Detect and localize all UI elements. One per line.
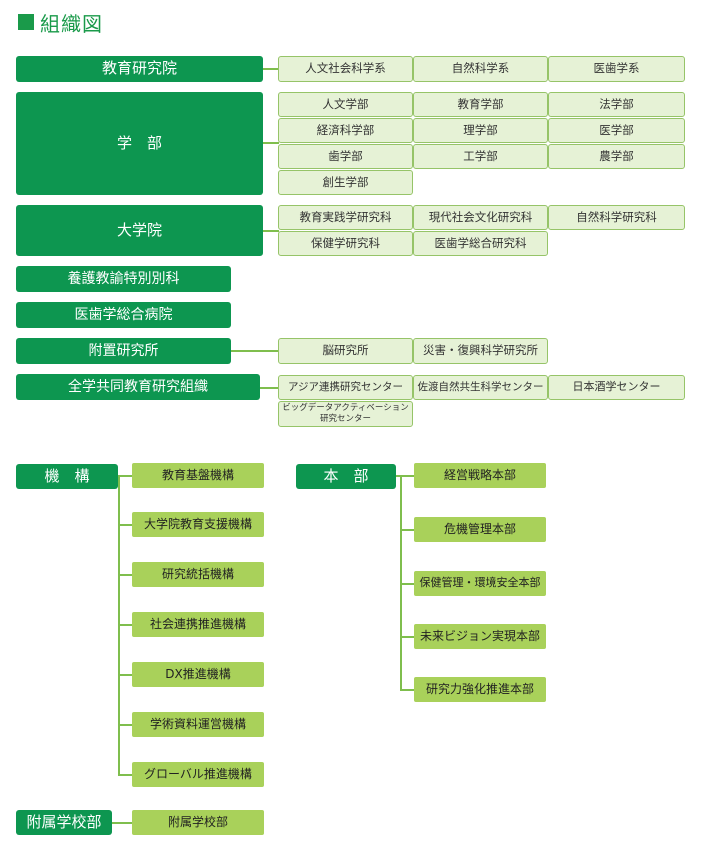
fuzoku-box[interactable]: 附属学校部 (16, 810, 112, 835)
connector-line (118, 574, 132, 576)
fuzoku-school-item[interactable]: 附属学校部 (132, 810, 264, 835)
dept-humanities-social[interactable]: 人文社会科学系 (278, 56, 413, 82)
connector-line (263, 142, 279, 144)
kiko-box[interactable]: 機 構 (16, 464, 118, 489)
honbu-research-enhancement[interactable]: 研究力強化推進本部 (414, 677, 546, 702)
connector-line (400, 529, 414, 531)
honbu-crisis-management[interactable]: 危機管理本部 (414, 517, 546, 542)
education-research-box[interactable]: 教育研究院 (16, 56, 263, 82)
hospital-box[interactable]: 医歯学総合病院 (16, 302, 231, 328)
faculty-economics[interactable]: 経済科学部 (278, 118, 413, 143)
connector-line (118, 475, 132, 477)
connector-line (118, 674, 132, 676)
grad-health-science[interactable]: 保健学研究科 (278, 231, 413, 256)
kiko-academic-resources[interactable]: 学術資料運営機構 (132, 712, 264, 737)
connector-line (260, 387, 279, 389)
connector-line (400, 583, 414, 585)
faculty-medicine[interactable]: 医学部 (548, 118, 685, 143)
connector-line (400, 636, 414, 638)
square-icon (18, 14, 34, 30)
faculty-agriculture[interactable]: 農学部 (548, 144, 685, 169)
grad-medical-dental[interactable]: 医歯学総合研究科 (413, 231, 548, 256)
brain-research-institute[interactable]: 脳研究所 (278, 338, 413, 364)
faculty-sosei[interactable]: 創生学部 (278, 170, 413, 195)
connector-line (263, 68, 279, 70)
asia-center[interactable]: アジア連携研究センター (278, 375, 413, 400)
faculty-education[interactable]: 教育学部 (413, 92, 548, 117)
sado-center[interactable]: 佐渡自然共生科学センター (413, 375, 548, 400)
kiko-social-cooperation[interactable]: 社会連携推進機構 (132, 612, 264, 637)
connector-line (118, 774, 132, 776)
honbu-future-vision[interactable]: 未来ビジョン実現本部 (414, 624, 546, 649)
dept-medical-dental[interactable]: 医歯学系 (548, 56, 685, 82)
connector-line (396, 475, 414, 477)
dept-natural-science[interactable]: 自然科学系 (413, 56, 548, 82)
kiko-dx-promotion[interactable]: DX推進機構 (132, 662, 264, 687)
faculty-humanities[interactable]: 人文学部 (278, 92, 413, 117)
honbu-box[interactable]: 本 部 (296, 464, 396, 489)
connector-line (263, 230, 279, 232)
grad-natural-science[interactable]: 自然科学研究科 (548, 205, 685, 230)
faculty-dentistry[interactable]: 歯学部 (278, 144, 413, 169)
bigdata-center[interactable]: ビッグデータアクティベーション 研究センター (278, 401, 413, 427)
page-title: 組織図 (18, 8, 103, 36)
attached-institutes-box[interactable]: 附置研究所 (16, 338, 231, 364)
connector-line (112, 822, 132, 824)
bigdata-center-line2: 研究センター (319, 414, 371, 424)
faculties-box[interactable]: 学 部 (16, 92, 263, 195)
bigdata-center-line1: ビッグデータアクティベーション (282, 403, 409, 414)
connector-line (118, 624, 132, 626)
disaster-recovery-institute[interactable]: 災害・復興科学研究所 (413, 338, 548, 364)
faculty-law[interactable]: 法学部 (548, 92, 685, 117)
sake-center[interactable]: 日本酒学センター (548, 375, 685, 400)
connector-line (231, 350, 279, 352)
connector-line (118, 724, 132, 726)
kiko-research-management[interactable]: 研究統括機構 (132, 562, 264, 587)
honbu-health-safety[interactable]: 保健管理・環境安全本部 (414, 571, 546, 596)
connector-line (400, 689, 414, 691)
grad-modern-society[interactable]: 現代社会文化研究科 (413, 205, 548, 230)
kiko-graduate-support[interactable]: 大学院教育支援機構 (132, 512, 264, 537)
connector-line (118, 524, 132, 526)
joint-research-org-box[interactable]: 全学共同教育研究組織 (16, 374, 260, 400)
page-title-text: 組織図 (40, 11, 103, 36)
grad-education-practice[interactable]: 教育実践学研究科 (278, 205, 413, 230)
kiko-education-foundation[interactable]: 教育基盤機構 (132, 463, 264, 488)
faculty-engineering[interactable]: 工学部 (413, 144, 548, 169)
graduate-school-box[interactable]: 大学院 (16, 205, 263, 256)
honbu-management-strategy[interactable]: 経営戦略本部 (414, 463, 546, 488)
kiko-global-promotion[interactable]: グローバル推進機構 (132, 762, 264, 787)
faculty-science[interactable]: 理学部 (413, 118, 548, 143)
yogo-special-course-box[interactable]: 養護教諭特別別科 (16, 266, 231, 292)
